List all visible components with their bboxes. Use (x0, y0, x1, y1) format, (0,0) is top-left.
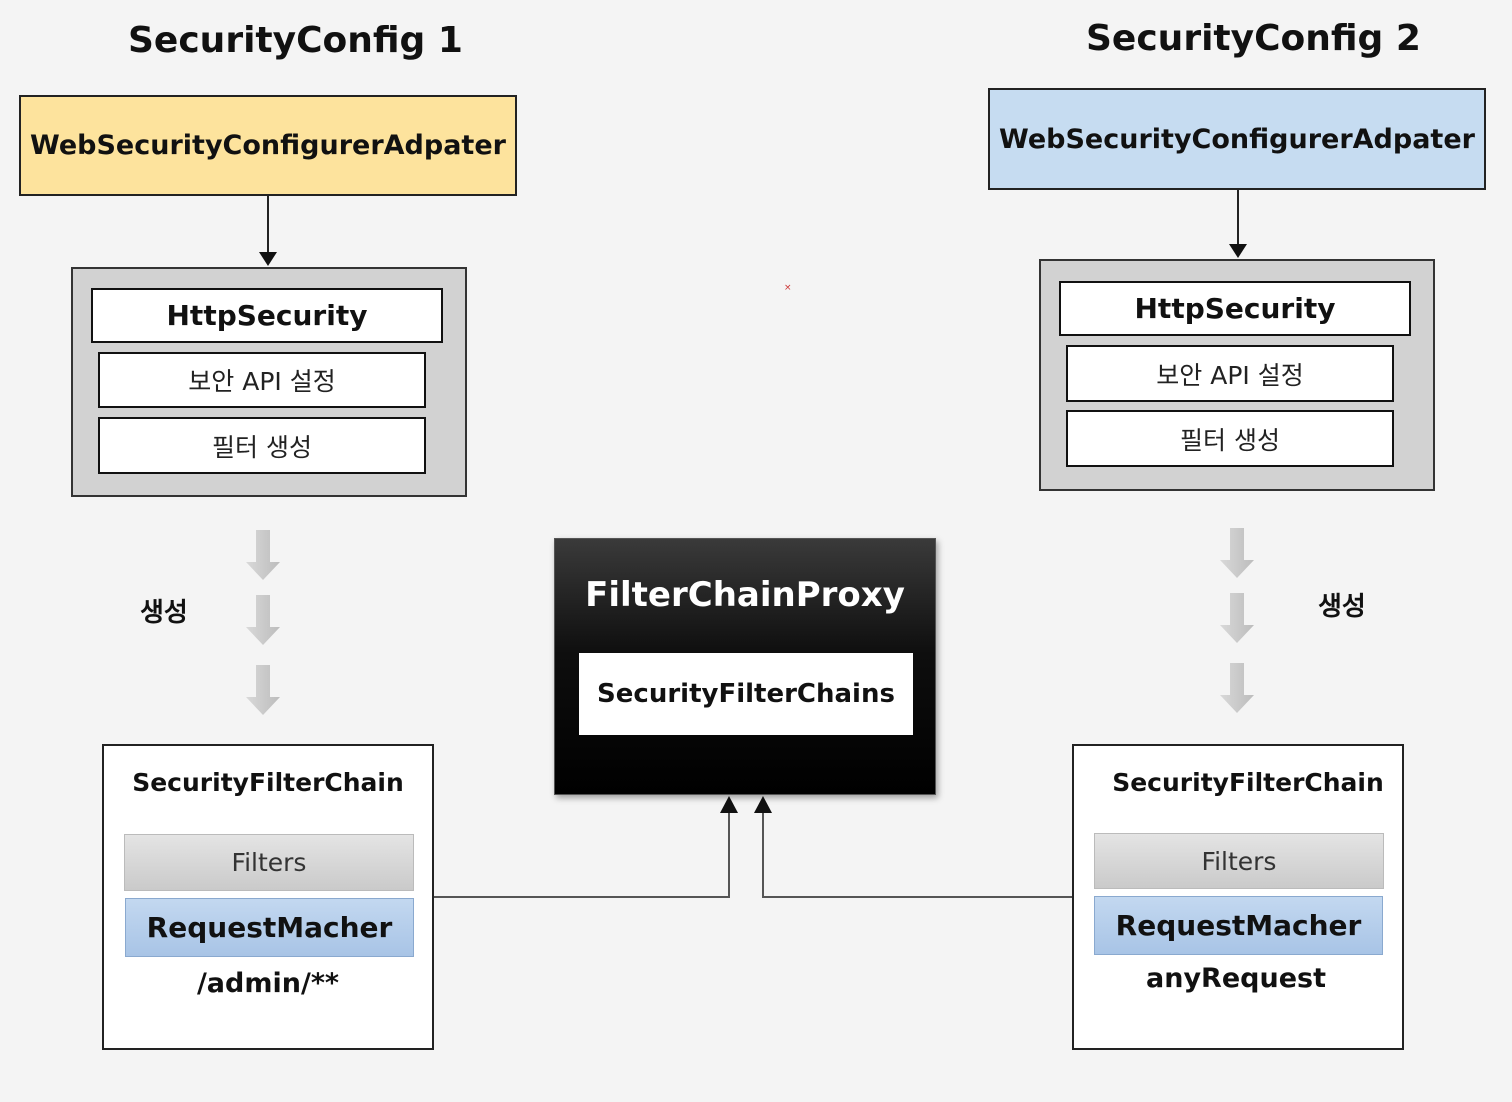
left-request-matcher-label: RequestMacher (146, 911, 393, 944)
left-request-matcher: RequestMacher (125, 898, 414, 957)
arrow-right-adapter-to-http (1229, 190, 1247, 258)
right-api-config-label: 보안 API 설정 (1156, 360, 1304, 390)
create-arrows-left (246, 530, 280, 715)
right-http-security-label: HttpSecurity (1134, 292, 1336, 325)
arrow-left-chain-to-proxy (433, 796, 738, 898)
left-security-filter-chain (102, 744, 434, 1050)
left-filter-create-label: 필터 생성 (212, 432, 312, 462)
right-filters-label: Filters (1201, 846, 1277, 876)
left-filters-label: Filters (231, 848, 307, 877)
left-api-config: 보안 API 설정 (98, 352, 426, 408)
left-filters: Filters (124, 834, 414, 891)
right-request-matcher-label: RequestMacher (1115, 909, 1362, 942)
left-filter-create: 필터 생성 (98, 417, 426, 474)
security-filter-chains-label: SecurityFilterChains (597, 679, 895, 709)
right-filters: Filters (1094, 833, 1384, 889)
right-adapter-box: WebSecurityConfigurerAdpater (988, 88, 1486, 190)
left-api-config-label: 보안 API 설정 (188, 367, 336, 396)
right-http-security: HttpSecurity (1059, 281, 1411, 336)
right-filter-create: 필터 생성 (1066, 410, 1394, 467)
right-request-matcher: RequestMacher (1094, 896, 1383, 955)
left-pattern: /admin/** (196, 968, 340, 999)
left-http-security-label: HttpSecurity (166, 299, 368, 332)
right-pattern: anyRequest (1146, 963, 1326, 994)
left-http-security: HttpSecurity (91, 288, 443, 343)
arrow-right-chain-to-proxy (754, 796, 1073, 898)
arrow-left-adapter-to-http (259, 196, 277, 266)
left-create-label: 생성 (140, 598, 188, 628)
security-filter-chains-box: SecurityFilterChains (579, 653, 913, 735)
left-adapter-box: WebSecurityConfigurerAdpater (19, 95, 517, 196)
filter-chain-proxy-title: FilterChainProxy (585, 575, 905, 615)
stray-mark: × (784, 283, 792, 293)
right-adapter-label: WebSecurityConfigurerAdpater (999, 123, 1475, 155)
right-create-label: 생성 (1318, 592, 1366, 622)
create-arrows-right (1220, 528, 1254, 713)
left-chain-title: SecurityFilterChain (132, 768, 404, 797)
right-filter-create-label: 필터 생성 (1180, 425, 1280, 455)
left-adapter-label: WebSecurityConfigurerAdpater (30, 130, 506, 161)
right-chain-title: SecurityFilterChain (1112, 768, 1384, 797)
right-api-config: 보안 API 설정 (1066, 345, 1394, 402)
right-config-title: SecurityConfig 2 (1086, 18, 1421, 59)
left-config-title: SecurityConfig 1 (128, 20, 463, 61)
